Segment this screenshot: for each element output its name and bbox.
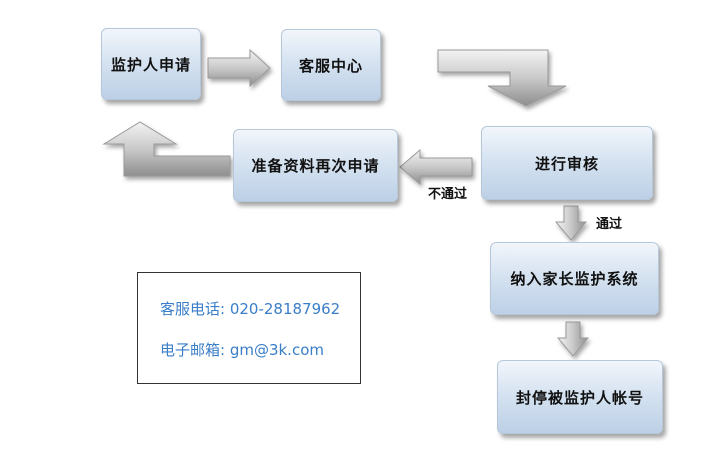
arrow-service-to-review	[437, 49, 567, 107]
arrow-review-to-include	[554, 205, 588, 241]
node-reapply: 准备资料再次申请	[233, 129, 398, 202]
node-review: 进行审核	[481, 126, 653, 200]
arrow-apply-to-service	[207, 48, 271, 88]
node-service: 客服中心	[281, 29, 381, 101]
arrow-reapply-to-apply	[102, 121, 231, 177]
arrow-review-to-reapply	[399, 148, 473, 186]
node-apply: 监护人申请	[101, 28, 201, 100]
node-include: 纳入家长监护系统	[490, 242, 659, 315]
contact-phone: 客服电话: 020-28187962	[160, 300, 341, 318]
contact-box: 客服电话: 020-28187962 电子邮箱: gm@3k.com	[137, 272, 361, 384]
edge-label-pass: 通过	[596, 217, 623, 232]
contact-email: 电子邮箱: gm@3k.com	[160, 341, 324, 359]
arrow-include-to-seal	[556, 321, 590, 357]
node-seal: 封停被监护人帐号	[497, 360, 663, 434]
edge-label-fail: 不通过	[428, 187, 468, 202]
